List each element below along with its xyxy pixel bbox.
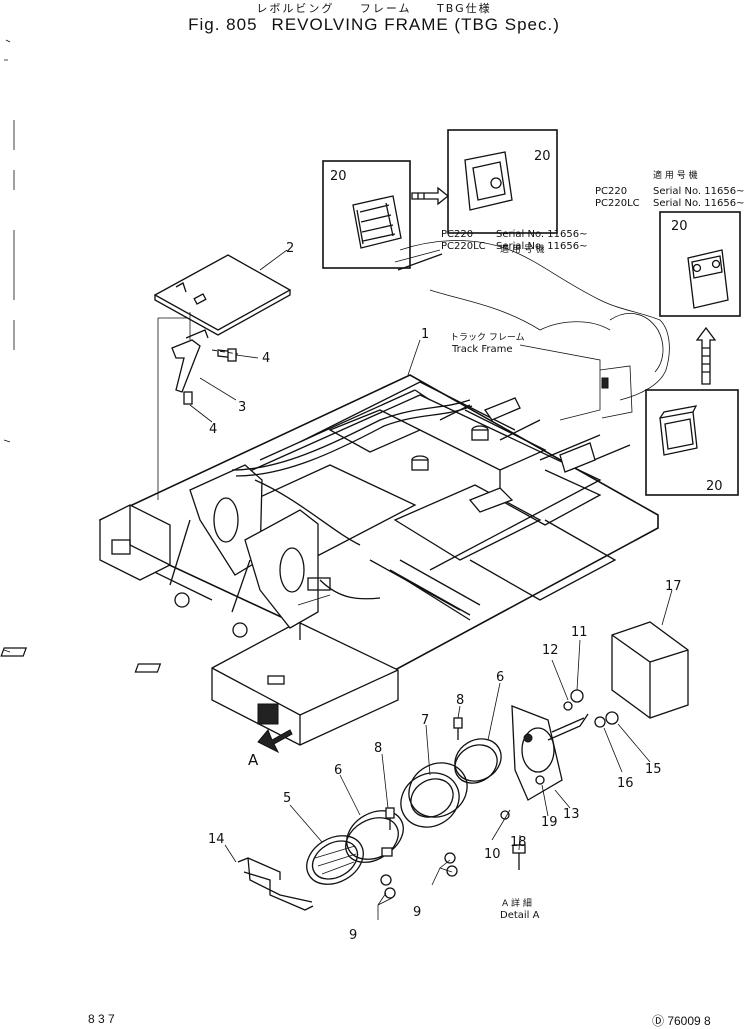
applicability-jp: 適 用 号 機 bbox=[500, 243, 545, 255]
bolt-horizontal bbox=[217, 348, 237, 362]
applicability-note-right: 適 用 号 機 PC220 PC220LC Serial No. 11656~ … bbox=[595, 169, 744, 209]
lamp-cover bbox=[611, 621, 689, 719]
callout-14: 14 bbox=[208, 832, 225, 847]
callout-6-a: 6 bbox=[496, 670, 504, 685]
model-pc220: PC220 bbox=[441, 229, 473, 240]
track-frame-phantom: トラック フレーム Track Frame bbox=[394, 240, 670, 421]
inset-plate-side bbox=[447, 129, 558, 234]
callout-7: 7 bbox=[421, 713, 429, 728]
bolt-vertical bbox=[183, 391, 193, 405]
callout-8-b: 8 bbox=[374, 741, 382, 756]
figure-number: Fig. 805 bbox=[188, 15, 258, 34]
jp-title-part1: レボルビング bbox=[256, 2, 335, 15]
small-bolts bbox=[380, 689, 619, 899]
lamp-band-right bbox=[454, 738, 502, 784]
inset-plate-front bbox=[322, 160, 411, 269]
model-pc220lc: PC220LC bbox=[441, 241, 486, 252]
leader-lines bbox=[189, 249, 673, 920]
serial-pc220: Serial No. 11656~ bbox=[496, 229, 587, 240]
track-frame-jp: トラック フレーム bbox=[450, 332, 525, 343]
page-number: 8 3 7 bbox=[88, 1012, 115, 1026]
view-arrow-a: A bbox=[248, 729, 293, 769]
callout-10: 10 bbox=[484, 847, 501, 862]
japanese-title: レボルビング フレーム TBG仕様 bbox=[0, 0, 748, 16]
callout-20-b: 20 bbox=[534, 149, 551, 164]
callout-15: 15 bbox=[645, 762, 662, 777]
callout-20-d: 20 bbox=[706, 479, 723, 494]
callout-8-a: 8 bbox=[456, 693, 464, 708]
detail-a-jp: A 詳 細 bbox=[502, 897, 532, 909]
callout-20-a: 20 bbox=[330, 169, 347, 184]
cover-plate bbox=[153, 254, 292, 336]
revolving-frame bbox=[0, 374, 659, 746]
serial-pc220-right: Serial No. 11656~ bbox=[653, 186, 744, 197]
inset-plate-right-top bbox=[659, 211, 741, 317]
serial-pc220lc-right: Serial No. 11656~ bbox=[653, 198, 744, 209]
upward-arrow bbox=[695, 326, 717, 385]
margin-marks bbox=[3, 39, 15, 653]
model-pc220-right: PC220 bbox=[595, 186, 627, 197]
lamp-band-left bbox=[345, 810, 404, 863]
callout-11: 11 bbox=[571, 625, 588, 640]
lamp-lens bbox=[306, 835, 364, 885]
detail-a-note: A 詳 細 Detail A bbox=[500, 897, 540, 921]
document-code: Ⓓ 76009 8 bbox=[652, 1014, 711, 1028]
bracket-part bbox=[171, 329, 209, 393]
model-pc220lc-right: PC220LC bbox=[595, 198, 640, 209]
jp-title-part2: フレーム bbox=[359, 2, 412, 15]
callout-2: 2 bbox=[286, 241, 294, 256]
track-frame-en: Track Frame bbox=[451, 344, 513, 355]
callout-17: 17 bbox=[665, 579, 682, 594]
inset-plate-right-bottom bbox=[645, 389, 739, 496]
transition-arrow bbox=[411, 186, 450, 206]
detail-a-en: Detail A bbox=[500, 910, 540, 921]
callout-9-a: 9 bbox=[413, 905, 421, 920]
callout-16: 16 bbox=[617, 776, 634, 791]
serial-pc220lc: Serial No. 11656~ bbox=[496, 241, 587, 252]
callout-20-c: 20 bbox=[671, 219, 688, 234]
callout-4-b: 4 bbox=[209, 422, 217, 437]
callout-1: 1 bbox=[421, 327, 429, 342]
callout-5: 5 bbox=[283, 791, 291, 806]
figure-title: Fig. 805 REVOLVING FRAME (TBG Spec.) bbox=[0, 15, 748, 35]
applicability-note-top: 適 用 号 機 PC220 PC220LC Serial No. 11656~ … bbox=[441, 229, 587, 255]
wire-guard bbox=[237, 857, 314, 911]
callout-numbers: 20 20 20 20 2 1 3 4 4 17 11 12 6 8 7 8 6… bbox=[208, 149, 723, 943]
callout-4-a: 4 bbox=[262, 351, 270, 366]
callout-19: 19 bbox=[541, 815, 558, 830]
figure-name: REVOLVING FRAME (TBG Spec.) bbox=[271, 15, 560, 34]
lamp-bracket-plate bbox=[511, 705, 589, 801]
callout-13: 13 bbox=[563, 807, 580, 822]
arrow-a-label: A bbox=[248, 751, 259, 769]
callout-12: 12 bbox=[542, 643, 559, 658]
callout-6-b: 6 bbox=[334, 763, 342, 778]
jp-title-part3: TBG仕様 bbox=[437, 2, 492, 15]
callout-9-b: 9 bbox=[349, 928, 357, 943]
lamp-housing bbox=[400, 762, 468, 828]
applicability-jp-right: 適 用 号 機 bbox=[653, 169, 698, 181]
callout-3: 3 bbox=[238, 400, 246, 415]
callout-18: 18 bbox=[510, 835, 527, 850]
